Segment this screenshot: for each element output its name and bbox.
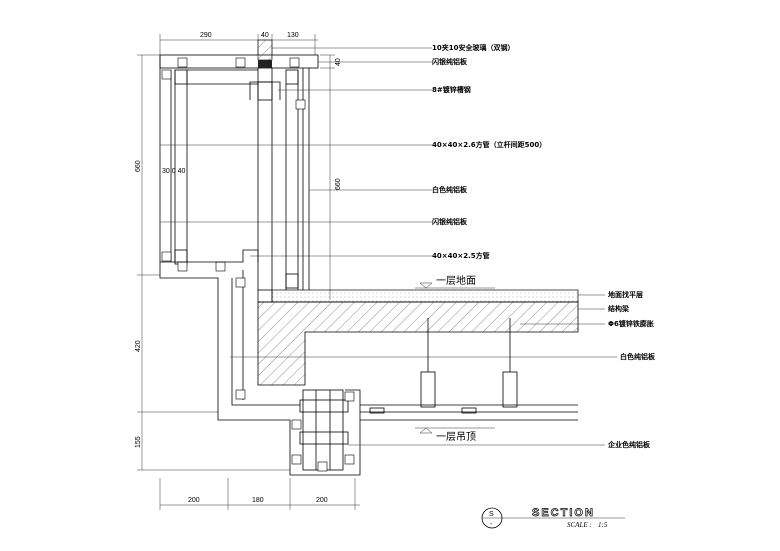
callout-glass: 10夹10安全玻璃（双钢） bbox=[432, 43, 514, 52]
callout-square-tube: 40×40×2.6方管（立杆间距500） bbox=[432, 140, 546, 149]
ceiling-system bbox=[360, 318, 578, 421]
ceiling-level-marker: 一层吊顶 bbox=[415, 427, 495, 443]
dim-inner-left: 30 0 40 bbox=[162, 168, 185, 175]
callout-silver-panel-2: 闪银纯铝板 bbox=[432, 217, 468, 226]
callout-leveling: 地面找平层 bbox=[608, 290, 643, 299]
callout-silver-panel: 闪银纯铝板 bbox=[432, 57, 468, 66]
dim-top-3: 130 bbox=[287, 32, 299, 39]
scale-value: 1:5 bbox=[598, 521, 608, 529]
section-symbol-bottom: - bbox=[490, 521, 493, 528]
ceiling-level-label: 一层吊顶 bbox=[436, 431, 476, 443]
structural-beam bbox=[257, 301, 579, 386]
dim-left-3: 155 bbox=[135, 436, 142, 448]
top-dimension: 290 40 130 bbox=[159, 32, 318, 55]
dim-left-2: 420 bbox=[135, 340, 142, 352]
callout-channel-steel: 8#镀锌槽钢 bbox=[432, 85, 471, 94]
dim-top-1: 290 bbox=[200, 32, 212, 39]
callout-white-panel: 白色纯铝板 bbox=[432, 185, 468, 194]
callout-square-tube-2: 40×40×2.5方管 bbox=[432, 251, 490, 260]
dim-top-2: 40 bbox=[261, 32, 269, 39]
right-dimension: 40 660 bbox=[320, 54, 342, 300]
lower-step-frame bbox=[159, 249, 361, 476]
wall-frame bbox=[159, 39, 432, 290]
section-title: SECTION bbox=[532, 507, 595, 519]
callout-beam: 结构梁 bbox=[607, 304, 630, 313]
glass-panel bbox=[257, 39, 273, 61]
section-title-block: S - SECTION SCALE : 1:5 bbox=[481, 507, 625, 529]
callout-anchor: Φ6镀锌铁膨胀 bbox=[608, 319, 654, 328]
dim-bottom-1: 200 bbox=[188, 497, 200, 504]
callout-brand-panel: 企业色纯铝板 bbox=[607, 440, 651, 449]
callout-white-panel-2: 白色纯铝板 bbox=[620, 352, 656, 361]
dim-left-1: 660 bbox=[135, 160, 142, 172]
floor-level-marker: 一层地面 bbox=[415, 274, 495, 289]
left-dimension: 660 420 155 30 0 40 bbox=[135, 54, 290, 471]
bottom-dimension: 200 180 200 bbox=[159, 478, 360, 510]
callout-labels: 10夹10安全玻璃（双钢） 闪银纯铝板 8#镀锌槽钢 40×40×2.6方管（立… bbox=[432, 43, 656, 449]
section-symbol-top: S bbox=[489, 511, 494, 518]
dim-bottom-3: 200 bbox=[316, 497, 328, 504]
scale-label: SCALE : bbox=[567, 521, 592, 529]
leveling-layer bbox=[271, 289, 579, 303]
dim-right-height: 660 bbox=[335, 178, 342, 190]
floor-level-label: 一层地面 bbox=[436, 274, 476, 287]
dim-bottom-2: 180 bbox=[252, 497, 264, 504]
floor-slab bbox=[230, 289, 617, 446]
